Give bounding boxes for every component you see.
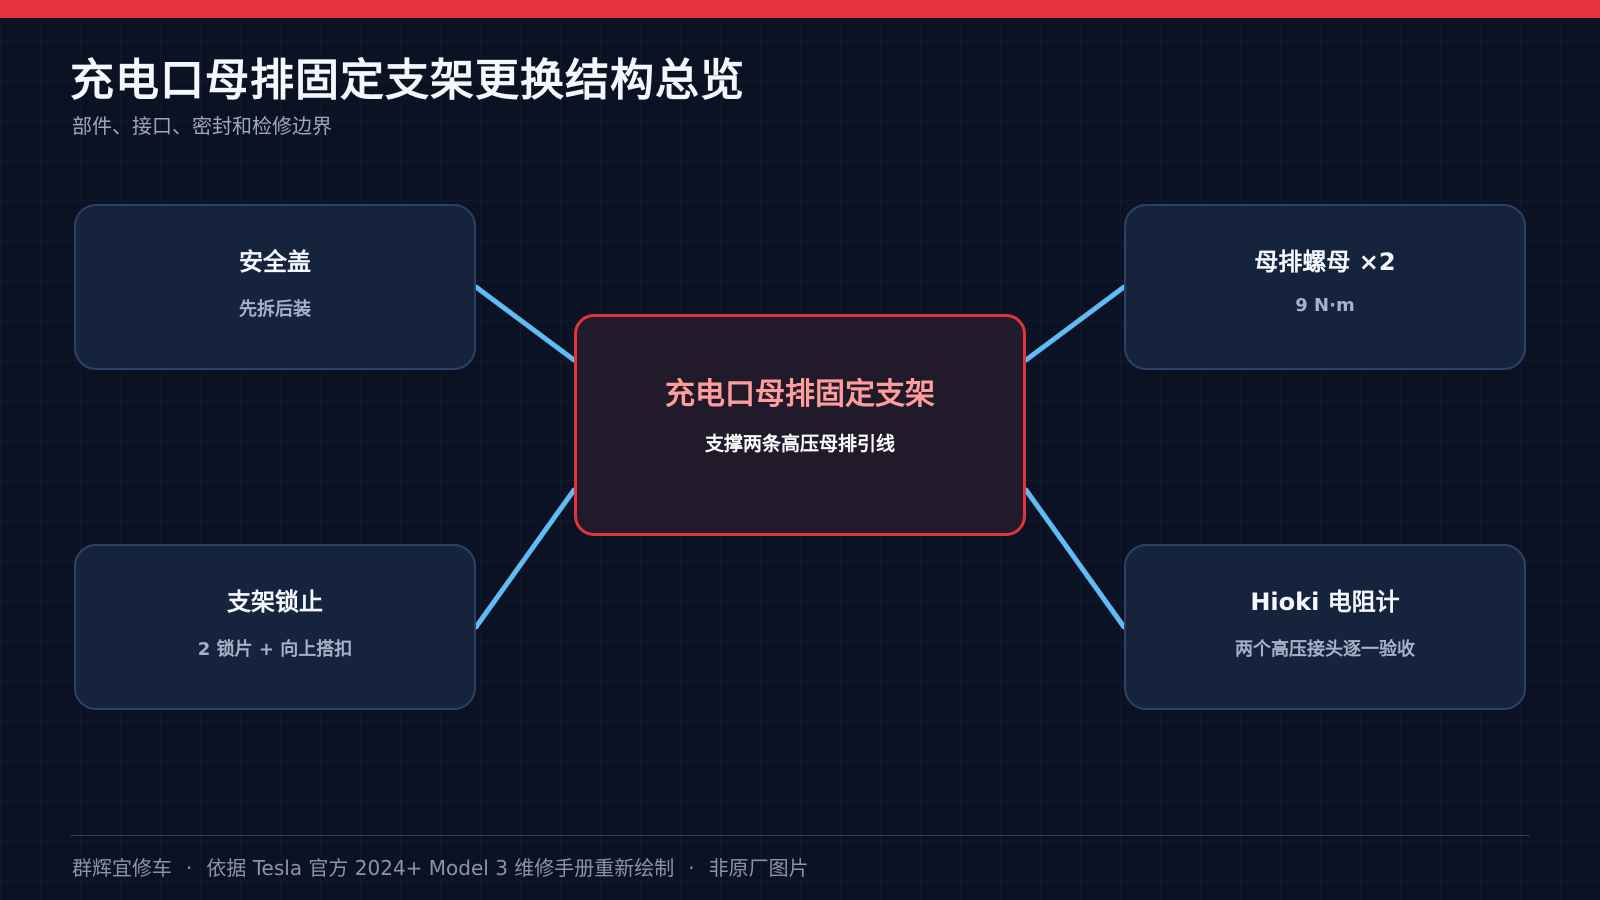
center-node-busbar-bracket: 充电口母排固定支架 支撑两条高压母排引线 xyxy=(574,314,1026,536)
node-bracket-lock: 支架锁止 2 锁片 + 向上搭扣 xyxy=(74,544,476,710)
footer-divider xyxy=(70,835,1530,836)
node-resistance-meter: Hioki 电阻计 两个高压接头逐一验收 xyxy=(1124,544,1526,710)
connector-nuts xyxy=(1023,284,1127,363)
node-subtitle: 两个高压接头逐一验收 xyxy=(1235,639,1415,660)
connector-cover xyxy=(473,284,577,363)
footer-source: 依据 Tesla 官方 2024+ Model 3 维修手册重新绘制 xyxy=(206,856,675,880)
node-busbar-nuts: 母排螺母 ×2 9 N·m xyxy=(1124,204,1526,370)
top-accent-bar xyxy=(0,0,1600,18)
center-node-title: 充电口母排固定支架 xyxy=(665,377,935,412)
node-title: 支架锁止 xyxy=(227,588,323,616)
node-title: 母排螺母 ×2 xyxy=(1254,248,1396,276)
node-subtitle: 9 N·m xyxy=(1295,295,1355,316)
node-title: Hioki 电阻计 xyxy=(1250,588,1400,616)
node-title: 安全盖 xyxy=(239,248,311,276)
center-node-subtitle: 支撑两条高压母排引线 xyxy=(704,433,895,455)
page-title: 充电口母排固定支架更换结构总览 xyxy=(70,55,745,106)
page-subtitle: 部件、接口、密封和检修边界 xyxy=(72,114,332,138)
connector-meter xyxy=(1023,487,1127,630)
footer-separator: · xyxy=(186,856,193,880)
connector-lock xyxy=(473,487,577,630)
node-safety-cover: 安全盖 先拆后装 xyxy=(74,204,476,370)
node-subtitle: 2 锁片 + 向上搭扣 xyxy=(197,639,353,660)
footer-brand: 群辉宜修车 xyxy=(72,856,172,880)
footer-separator: · xyxy=(688,856,695,880)
node-subtitle: 先拆后装 xyxy=(239,299,311,320)
footer: 群辉宜修车 · 依据 Tesla 官方 2024+ Model 3 维修手册重新绘制… xyxy=(72,852,809,881)
footer-note: 非原厂图片 xyxy=(708,856,809,880)
